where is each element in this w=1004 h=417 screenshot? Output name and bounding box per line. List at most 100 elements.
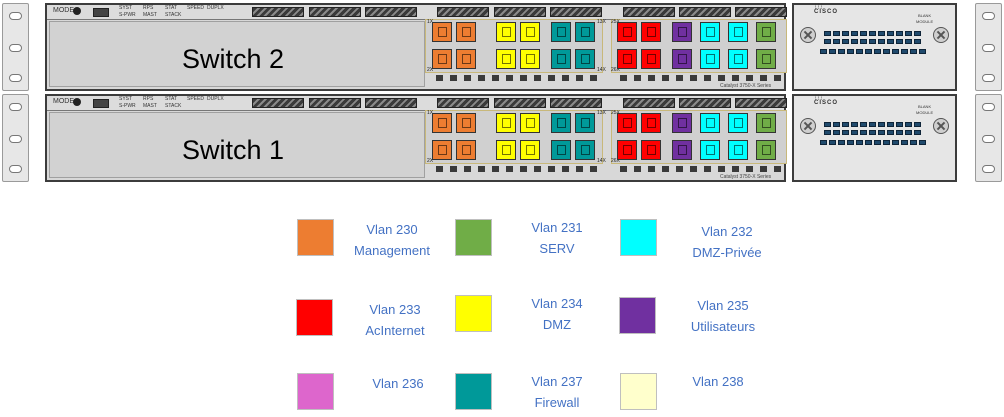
ethernet-port[interactable]	[756, 49, 776, 69]
ethernet-port[interactable]	[756, 22, 776, 42]
uplink-port[interactable]	[562, 166, 569, 172]
ethernet-port[interactable]	[496, 113, 516, 133]
ethernet-port[interactable]	[520, 49, 540, 69]
ethernet-port[interactable]	[496, 22, 516, 42]
ethernet-port[interactable]	[551, 49, 571, 69]
uplink-port[interactable]	[648, 75, 655, 81]
ethernet-port[interactable]	[700, 140, 720, 160]
ethernet-port[interactable]	[728, 140, 748, 160]
uplink-port[interactable]	[590, 166, 597, 172]
ethernet-port[interactable]	[520, 140, 540, 160]
uplink-port[interactable]	[450, 75, 457, 81]
uplink-port[interactable]	[760, 166, 767, 172]
uplink-port[interactable]	[492, 75, 499, 81]
ethernet-port[interactable]	[672, 49, 692, 69]
ethernet-port[interactable]	[728, 49, 748, 69]
ethernet-port[interactable]	[456, 140, 476, 160]
uplink-port[interactable]	[648, 166, 655, 172]
uplink-port[interactable]	[620, 166, 627, 172]
uplink-port[interactable]	[732, 166, 739, 172]
mode-button[interactable]	[73, 98, 81, 106]
uplink-port[interactable]	[676, 166, 683, 172]
uplink-port[interactable]	[548, 75, 555, 81]
ethernet-port[interactable]	[672, 22, 692, 42]
uplink-port[interactable]	[690, 75, 697, 81]
uplink-port[interactable]	[520, 166, 527, 172]
ethernet-port[interactable]	[617, 140, 637, 160]
ethernet-port[interactable]	[728, 113, 748, 133]
ethernet-port[interactable]	[641, 140, 661, 160]
ethernet-port[interactable]	[520, 22, 540, 42]
mode-button[interactable]	[73, 7, 81, 15]
ethernet-port[interactable]	[700, 49, 720, 69]
uplink-port[interactable]	[662, 166, 669, 172]
uplink-port[interactable]	[634, 166, 641, 172]
ethernet-port[interactable]	[641, 113, 661, 133]
uplink-port[interactable]	[534, 166, 541, 172]
ethernet-port[interactable]	[728, 22, 748, 42]
uplink-port[interactable]	[534, 75, 541, 81]
uplink-port[interactable]	[774, 166, 781, 172]
ethernet-port[interactable]	[617, 22, 637, 42]
status-led-label: S-PWR	[119, 12, 136, 18]
ethernet-port[interactable]	[641, 49, 661, 69]
ethernet-port[interactable]	[700, 22, 720, 42]
uplink-port[interactable]	[464, 75, 471, 81]
ethernet-port[interactable]	[575, 113, 595, 133]
uplink-port[interactable]	[662, 75, 669, 81]
ethernet-port[interactable]	[496, 140, 516, 160]
ethernet-port[interactable]	[617, 113, 637, 133]
uplink-port[interactable]	[676, 75, 683, 81]
uplink-port[interactable]	[704, 166, 711, 172]
ethernet-port[interactable]	[756, 113, 776, 133]
ethernet-port[interactable]	[432, 113, 452, 133]
uplink-port[interactable]	[590, 75, 597, 81]
uplink-port[interactable]	[760, 75, 767, 81]
ethernet-port[interactable]	[575, 22, 595, 42]
ethernet-port[interactable]	[456, 49, 476, 69]
ethernet-port[interactable]	[551, 113, 571, 133]
ethernet-port[interactable]	[551, 140, 571, 160]
ethernet-port[interactable]	[575, 49, 595, 69]
uplink-port[interactable]	[620, 75, 627, 81]
uplink-port[interactable]	[774, 75, 781, 81]
ethernet-port[interactable]	[432, 22, 452, 42]
ethernet-port[interactable]	[575, 140, 595, 160]
ethernet-port[interactable]	[432, 140, 452, 160]
uplink-port[interactable]	[506, 166, 513, 172]
port-number-label: 25X	[611, 110, 620, 116]
uplink-port[interactable]	[746, 75, 753, 81]
ethernet-port[interactable]	[432, 49, 452, 69]
uplink-port[interactable]	[704, 75, 711, 81]
uplink-port[interactable]	[436, 75, 443, 81]
uplink-port[interactable]	[690, 166, 697, 172]
ethernet-port[interactable]	[496, 49, 516, 69]
ethernet-port[interactable]	[617, 49, 637, 69]
ethernet-port[interactable]	[456, 113, 476, 133]
ethernet-port[interactable]	[756, 140, 776, 160]
uplink-port[interactable]	[506, 75, 513, 81]
ethernet-port[interactable]	[551, 22, 571, 42]
ethernet-port[interactable]	[641, 22, 661, 42]
uplink-port[interactable]	[478, 75, 485, 81]
uplink-port[interactable]	[718, 166, 725, 172]
uplink-port[interactable]	[576, 75, 583, 81]
uplink-port[interactable]	[634, 75, 641, 81]
uplink-port[interactable]	[464, 166, 471, 172]
ethernet-port[interactable]	[672, 140, 692, 160]
uplink-port[interactable]	[436, 166, 443, 172]
ethernet-port[interactable]	[456, 22, 476, 42]
ethernet-port[interactable]	[672, 113, 692, 133]
ethernet-port[interactable]	[700, 113, 720, 133]
uplink-port[interactable]	[746, 166, 753, 172]
uplink-port[interactable]	[450, 166, 457, 172]
uplink-port[interactable]	[520, 75, 527, 81]
uplink-port[interactable]	[562, 75, 569, 81]
ethernet-port[interactable]	[520, 113, 540, 133]
uplink-port[interactable]	[718, 75, 725, 81]
uplink-port[interactable]	[492, 166, 499, 172]
uplink-port[interactable]	[732, 75, 739, 81]
uplink-port[interactable]	[548, 166, 555, 172]
uplink-port[interactable]	[576, 166, 583, 172]
uplink-port[interactable]	[478, 166, 485, 172]
